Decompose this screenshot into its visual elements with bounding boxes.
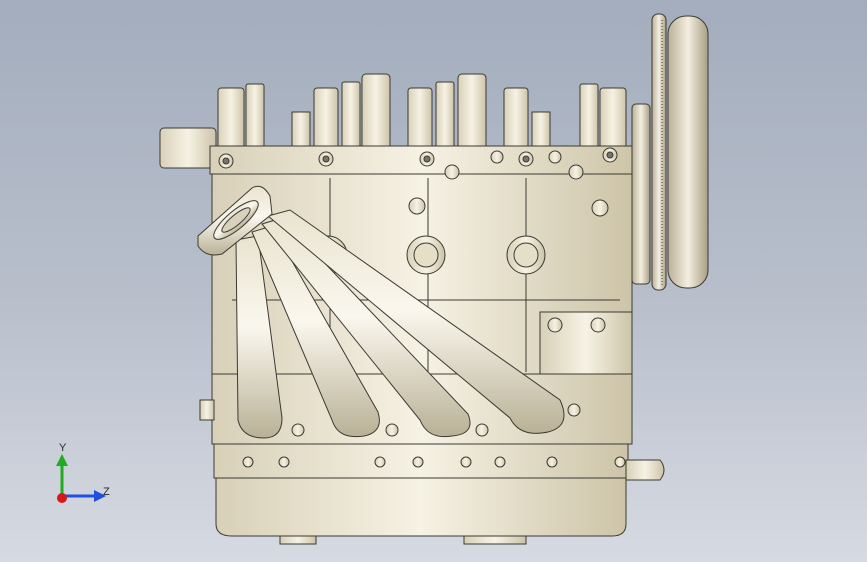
oil-pan [215,477,627,537]
x-axis-dot [57,493,67,503]
y-axis-arrow [56,454,68,496]
axis-triad [56,454,106,503]
z-axis-arrow [62,490,106,502]
y-axis-label: Y [59,442,67,454]
exhaust-manifold [197,185,565,439]
cam-towers [217,73,627,151]
flywheel [631,13,709,291]
front-pulley-stub [159,127,217,169]
drain-fitting [625,459,665,481]
z-axis-label: Z [103,486,110,498]
